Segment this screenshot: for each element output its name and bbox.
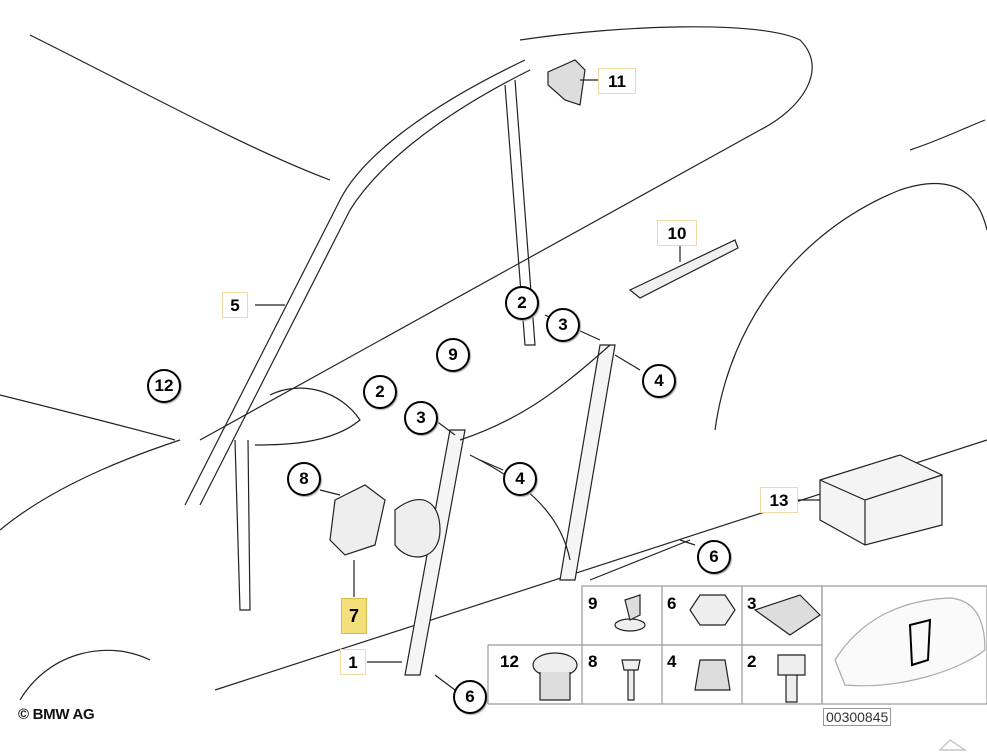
bolt-part-2 bbox=[777, 654, 806, 703]
grid-label-8: 8 bbox=[588, 652, 598, 671]
front-wheel-arch bbox=[19, 649, 151, 701]
callout-8: 8 bbox=[287, 462, 321, 496]
window-frame-inner bbox=[199, 69, 531, 506]
car-side-beltline bbox=[199, 129, 761, 441]
callout-13: 13 bbox=[760, 487, 798, 513]
grid-label-12: 12 bbox=[500, 652, 519, 671]
mirror-bracket-part bbox=[547, 59, 586, 106]
rear-wheel-arch bbox=[714, 182, 987, 431]
callout-9: 9 bbox=[436, 338, 470, 372]
callout-10: 10 bbox=[657, 220, 697, 246]
callout-11: 11 bbox=[598, 68, 636, 94]
car-roof-line bbox=[29, 34, 331, 181]
part-box-13 bbox=[819, 454, 943, 546]
regulator-drum bbox=[394, 499, 441, 558]
clip-part-9 bbox=[614, 618, 646, 632]
callout-6-upper: 6 bbox=[697, 540, 731, 574]
nut-part-6 bbox=[689, 594, 736, 626]
clip-part-3 bbox=[753, 594, 821, 636]
nut-part-4 bbox=[694, 659, 731, 691]
callout-7-highlighted[interactable]: 7 bbox=[341, 598, 367, 634]
callout-3-lower: 3 bbox=[404, 401, 438, 435]
grid-label-4: 4 bbox=[667, 652, 677, 671]
window-frame-outer bbox=[184, 59, 526, 506]
callout-12: 12 bbox=[147, 369, 181, 403]
drawing-code: 00300845 bbox=[823, 708, 892, 726]
callout-4-lower: 4 bbox=[503, 462, 537, 496]
grid-label-3: 3 bbox=[747, 594, 757, 613]
rear-bumper-line bbox=[909, 119, 986, 151]
window-motor bbox=[329, 484, 386, 556]
window-frame-b-pillar bbox=[504, 79, 536, 346]
callout-2-upper: 2 bbox=[505, 286, 539, 320]
regulator-rail-left bbox=[404, 429, 466, 676]
regulator-cable-top bbox=[459, 344, 611, 441]
seal-strip-part bbox=[628, 239, 739, 299]
window-frame-seal bbox=[254, 387, 361, 446]
callout-5: 5 bbox=[222, 292, 248, 318]
front-hood-line bbox=[0, 394, 176, 441]
door-lower-line bbox=[589, 539, 691, 581]
car-roof-rear bbox=[519, 26, 813, 131]
grid-label-2: 2 bbox=[747, 652, 757, 671]
grid-label-9: 9 bbox=[588, 594, 598, 613]
grid-label-6: 6 bbox=[667, 594, 677, 613]
callout-1: 1 bbox=[340, 649, 366, 675]
window-frame-lower bbox=[234, 439, 251, 611]
copyright-text: © BMW AG bbox=[18, 706, 95, 723]
callout-2-lower: 2 bbox=[363, 375, 397, 409]
front-fender-line bbox=[0, 439, 181, 531]
callout-6-lower: 6 bbox=[453, 680, 487, 714]
screw-part-8 bbox=[621, 659, 641, 701]
callout-3-upper: 3 bbox=[546, 308, 580, 342]
callout-4-upper: 4 bbox=[642, 364, 676, 398]
regulator-cable-lower bbox=[469, 454, 571, 561]
